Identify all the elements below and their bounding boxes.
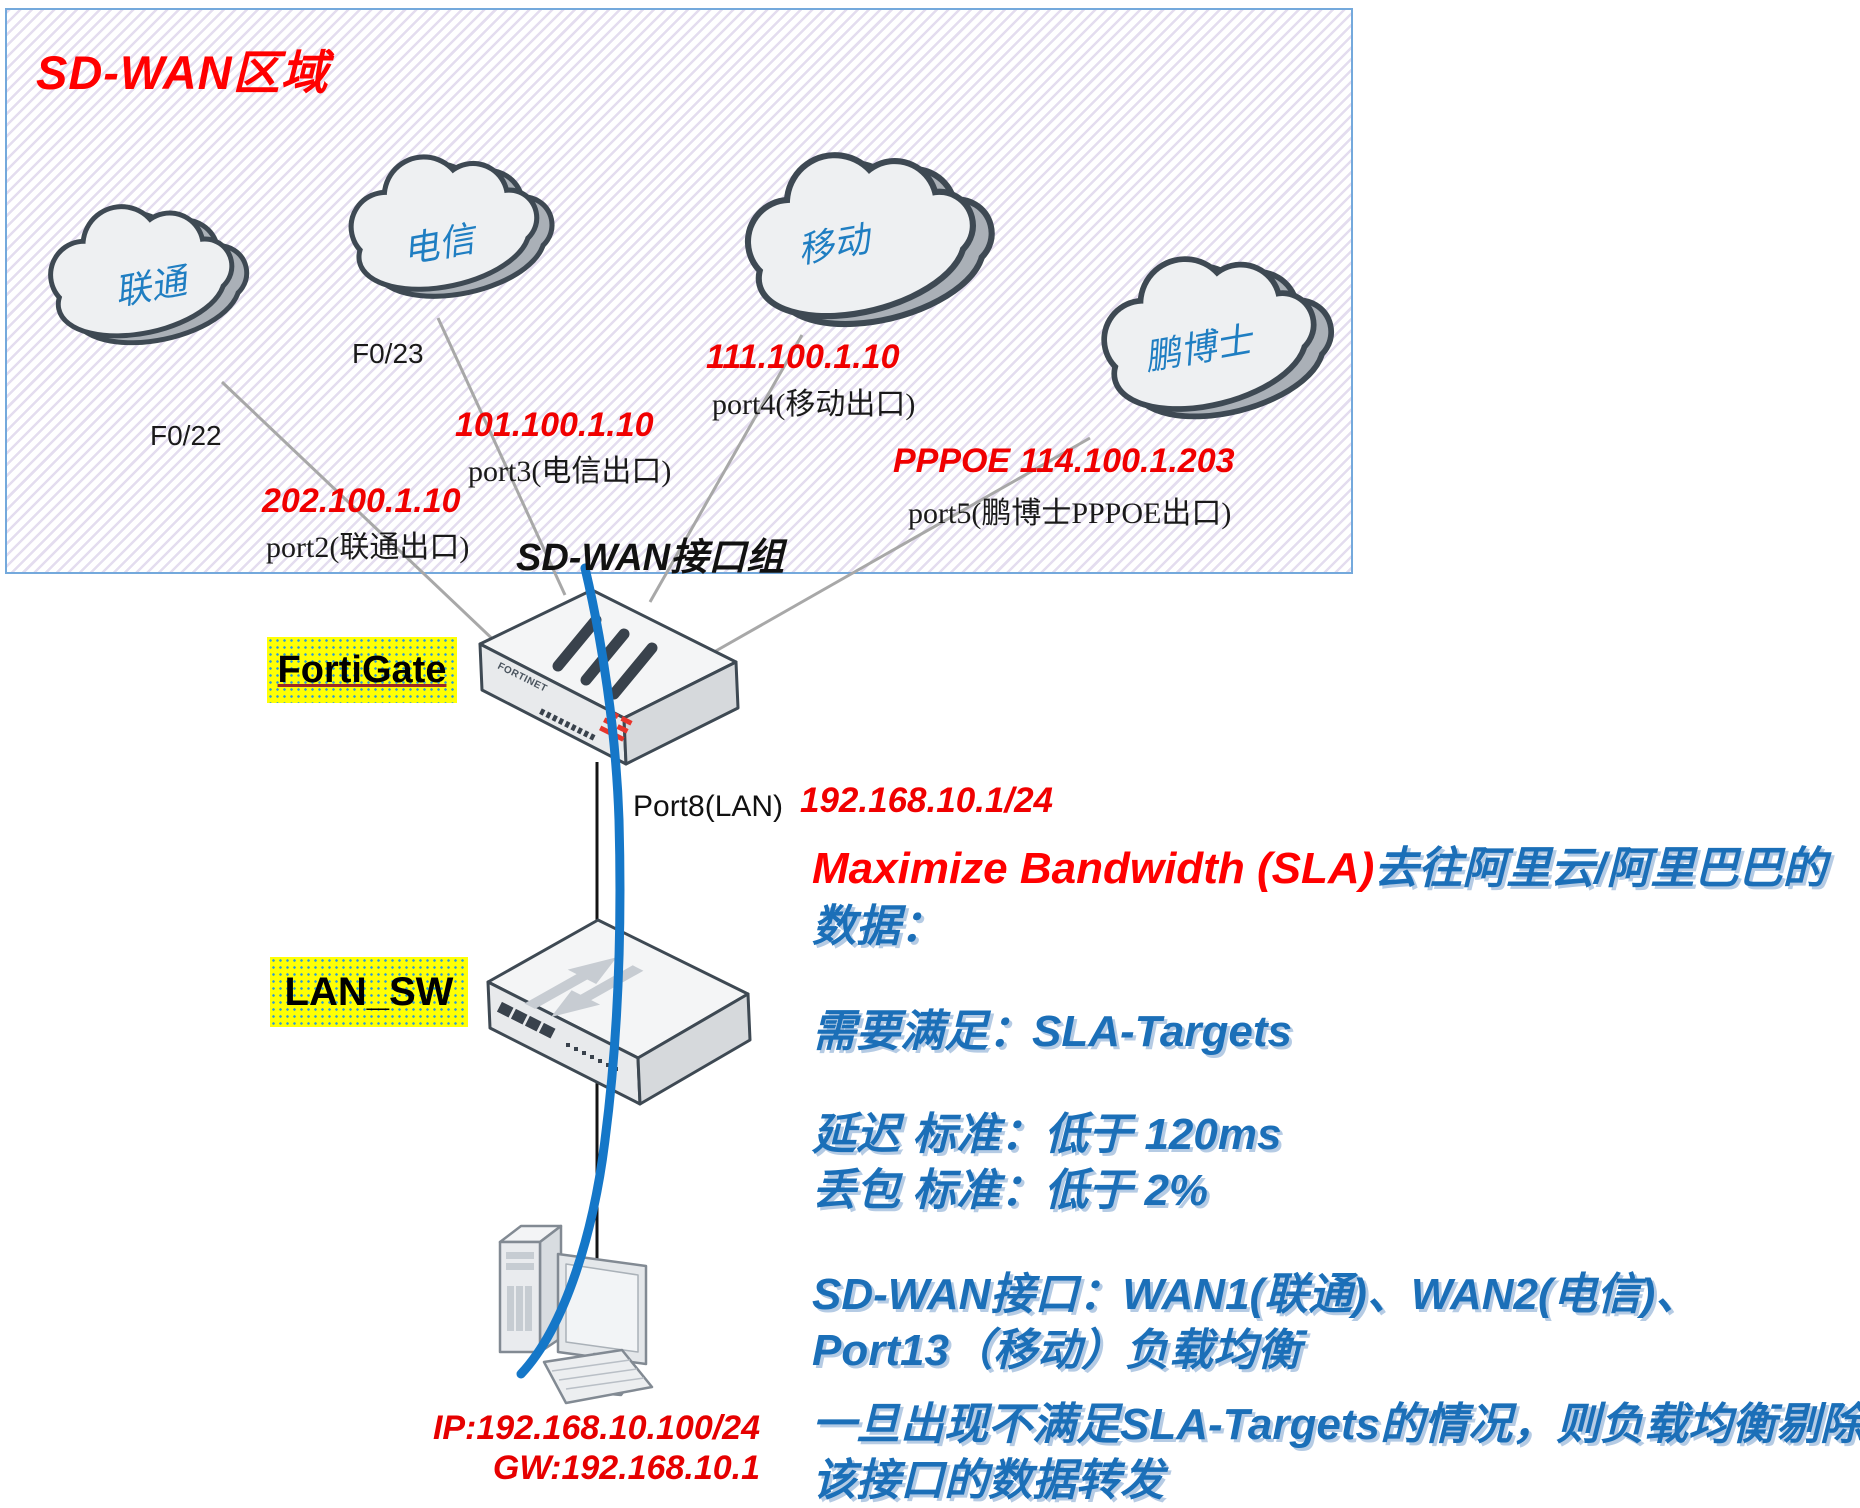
note-loss: 丢包 标准：低于 2% <box>812 1166 1209 1215</box>
host-ip-block: IP:192.168.10.100/24 GW:192.168.10.1 <box>350 1408 760 1488</box>
wan-link-lines <box>220 317 1091 654</box>
note-headline-zh2: 数据： <box>812 902 944 951</box>
note-headline-zh: 去往阿里云/阿里巴巴的 <box>1374 844 1827 893</box>
host-gw-label: GW:192.168.10.1 <box>492 1449 760 1487</box>
note-interfaces-2: Port13（移动）负载均衡 <box>812 1326 1301 1375</box>
ip-label-pengboshi: PPPOE 114.100.1.203 <box>893 442 1235 480</box>
note-headline: Maximize Bandwidth (SLA)去往阿里云/阿里巴巴的 <box>812 832 1826 896</box>
sdwan-region-title: SD-WAN区域 <box>36 46 329 99</box>
note-interfaces-1: SD-WAN接口：WAN1(联通)、WAN2(电信)、 <box>812 1270 1700 1319</box>
lan-port-label: Port8(LAN) <box>633 790 784 823</box>
note-failover-1: 一旦出现不满足SLA-Targets的情况，则负载均衡剔除 <box>812 1400 1860 1449</box>
ip-label-mobile: 111.100.1.10 <box>706 338 900 376</box>
lan-switch-name-tag: LAN_SW <box>270 957 468 1027</box>
host-ip-label: IP:192.168.10.100/24 <box>432 1409 760 1447</box>
ip-label-telecom: 101.100.1.10 <box>455 406 654 444</box>
wan-link-line-pengboshi <box>713 436 1091 654</box>
iface-label-f023: F0/23 <box>352 338 424 369</box>
ip-label-unicom: 202.100.1.10 <box>262 482 461 520</box>
port-label-unicom: port2(联通出口) <box>266 531 470 564</box>
fortigate-name-tag: FortiGate <box>267 637 457 703</box>
lan-gateway-ip: 192.168.10.1/24 <box>800 781 1054 820</box>
fortigate-device-icon: FORTINET <box>478 588 740 766</box>
wan-link-line-unicom <box>220 380 504 650</box>
note-requirement: 需要满足：SLA-Targets <box>812 1007 1292 1056</box>
note-failover-2: 该接口的数据转发 <box>812 1456 1164 1505</box>
pc-icon <box>498 1224 654 1405</box>
sdwan-group-label: SD-WAN接口组 <box>516 537 785 579</box>
sdwan-flow-curve <box>516 563 625 1379</box>
port-label-pengboshi: port5(鹏博士PPPOE出口) <box>908 497 1232 530</box>
port-label-telecom: port3(电信出口) <box>468 455 672 488</box>
port-label-mobile: port4(移动出口) <box>712 388 916 421</box>
iface-label-f022: F0/22 <box>150 420 222 451</box>
note-latency: 延迟 标准：低于 120ms <box>812 1110 1282 1159</box>
wan-link-line-mobile <box>648 334 804 603</box>
wan-link-line-telecom <box>436 317 567 596</box>
note-headline-en: Maximize Bandwidth (SLA) <box>812 844 1375 893</box>
